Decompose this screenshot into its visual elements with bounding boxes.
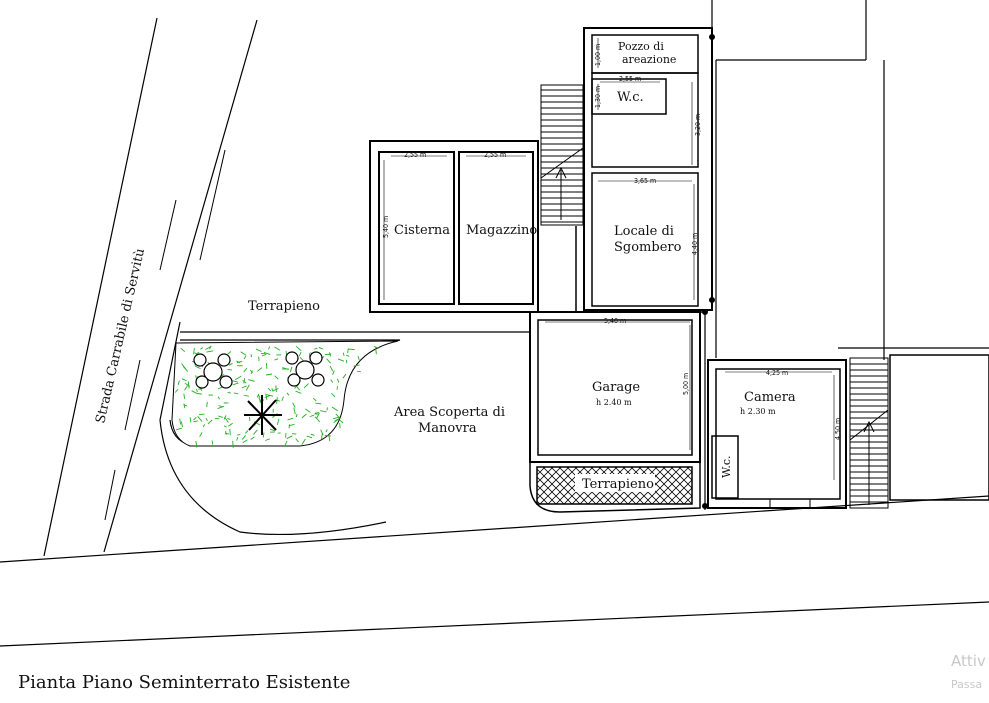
street <box>43 17 258 557</box>
dim-locale-width: 3,65 m <box>634 177 656 185</box>
label-garage-height: h 2.40 m <box>596 398 632 407</box>
dim-camera-width: 4,25 m <box>766 369 788 377</box>
dim-wc-width: 2,55 m <box>619 75 641 83</box>
label-camera-height: h 2.30 m <box>740 407 776 416</box>
label-locale-1: Locale di <box>614 224 674 239</box>
dim-cisterna-height: 5,40 m <box>382 216 390 238</box>
staircase-right <box>838 347 989 509</box>
label-wc-bottom: W.c. <box>720 455 733 478</box>
dim-magazzino-width: 2,55 m <box>484 151 506 159</box>
dim-garage-width: 5,40 m <box>604 317 626 325</box>
dim-garage-height: 5,00 m <box>682 373 690 395</box>
camera-block <box>707 359 847 509</box>
dim-pozzo-height: 1,00 m <box>594 44 602 66</box>
staircase-top <box>540 84 584 226</box>
dim-camera-height: 4,50 m <box>834 418 842 440</box>
dim-corridor-height: 3,20 m <box>694 114 702 136</box>
label-camera: Camera <box>744 390 796 405</box>
garden-area <box>171 340 399 448</box>
label-garage: Garage <box>592 380 640 395</box>
label-terrapieno-bottom: Terrapieno <box>582 477 654 492</box>
label-area-1: Area Scoperta di <box>393 405 505 420</box>
watermark-line-1: Attiv <box>951 652 986 670</box>
label-wc-top: W.c. <box>617 90 644 105</box>
bottom-boundary <box>0 321 989 647</box>
plan-title: Pianta Piano Seminterrato Esistente <box>18 672 351 693</box>
label-cisterna: Cisterna <box>394 223 450 238</box>
tree-icon <box>244 395 282 435</box>
label-street: Strada Carrabile di Servitù <box>93 247 148 425</box>
label-pozzo: Pozzo di <box>618 40 664 53</box>
dim-locale-height: 4,40 m <box>691 233 699 255</box>
label-terrapieno-top: Terrapieno <box>248 299 320 314</box>
label-pozzo-2: areazione <box>622 53 676 66</box>
label-magazzino: Magazzino <box>466 223 537 238</box>
dim-wc-height: 1,30 m <box>594 86 602 108</box>
dim-cisterna-width: 2,55 m <box>404 151 426 159</box>
watermark-line-2: Passa <box>951 678 983 691</box>
label-locale-2: Sgombero <box>614 240 682 255</box>
top-building <box>583 0 885 360</box>
plant-icon <box>193 351 325 389</box>
label-area-2: Manovra <box>418 421 477 436</box>
garage-block <box>529 309 708 513</box>
